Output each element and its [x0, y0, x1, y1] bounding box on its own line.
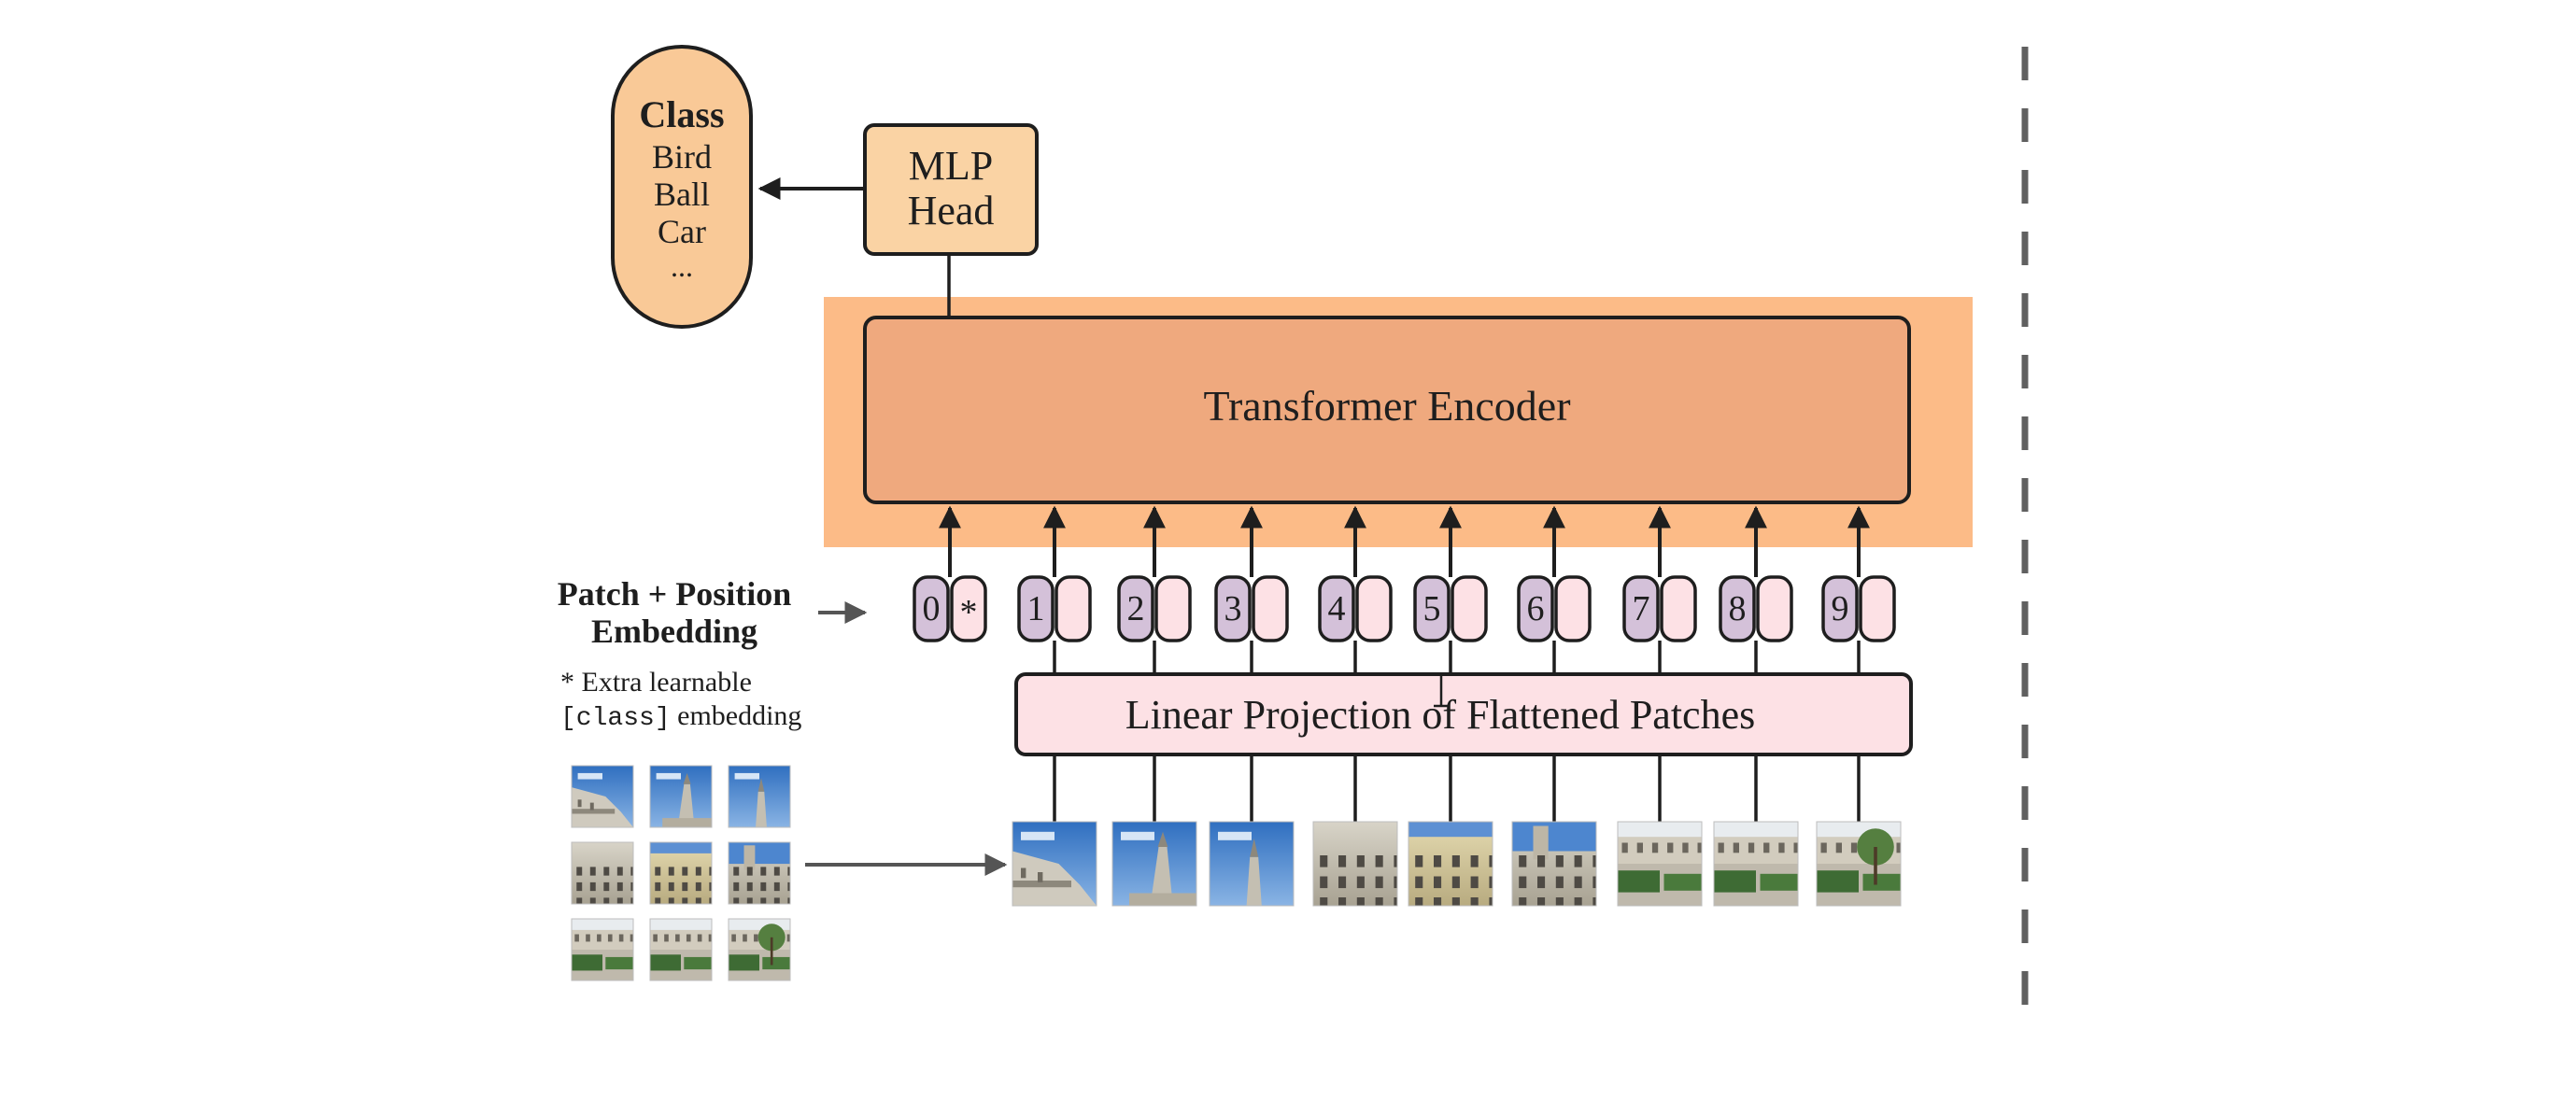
position-embedding-number: 5: [1423, 589, 1441, 628]
source-image-grid: [571, 765, 791, 981]
position-embedding-chip: [1117, 575, 1154, 642]
grid-patch-2: [649, 765, 713, 828]
class-item-bird: Bird: [652, 138, 712, 176]
token-8: 8: [1719, 505, 1793, 674]
patch-strip: [1012, 754, 1902, 907]
class-token-star: *: [960, 593, 978, 632]
grid-patch-9: [728, 918, 791, 981]
patch-embedding-chip: [1451, 575, 1488, 642]
patch-embedding-chip: [1252, 575, 1289, 642]
extra-learnable-note: * Extra learnable [class] embedding: [560, 667, 801, 733]
linear-projection: Linear Projection of Flattened Patches: [1014, 672, 1913, 756]
position-embedding-chip: [1017, 575, 1054, 642]
patch-embedding-chip: [1756, 575, 1793, 642]
grid-patch-7: [571, 918, 634, 981]
token-6: 6: [1517, 505, 1592, 674]
class-item-ball: Ball: [654, 176, 710, 213]
position-embedding-number: 2: [1127, 589, 1145, 628]
token-5: 5: [1413, 505, 1488, 674]
patch-image-9: [1816, 821, 1902, 907]
position-embedding-number: 8: [1729, 589, 1747, 628]
token-1: 1: [1017, 505, 1092, 674]
patch-embedding-chip: [950, 575, 987, 642]
position-embedding-chip: [913, 575, 950, 642]
transformer-encoder: Transformer Encoder: [863, 316, 1911, 504]
extra-learnable-embedding-text: embedding: [671, 700, 802, 731]
position-embedding-number: 1: [1027, 589, 1045, 628]
patch-image-6: [1511, 821, 1597, 907]
patch-embedding-chip: [1859, 575, 1896, 642]
grid-patch-4: [571, 841, 634, 905]
extra-learnable-line1: * Extra learnable: [560, 667, 752, 698]
token-9: 9: [1821, 505, 1896, 674]
token-4: 4: [1318, 505, 1393, 674]
patch-image-1: [1012, 821, 1097, 907]
grid-patch-6: [728, 841, 791, 905]
patch-image-4: [1312, 821, 1398, 907]
class-capsule: [611, 45, 753, 329]
text-cursor-icon: [1434, 672, 1449, 708]
mlp-head: MLP Head: [863, 123, 1039, 256]
transformer-encoder-box: [863, 316, 1911, 504]
position-embedding-number: 6: [1527, 589, 1545, 628]
class-item-car: Car: [658, 213, 706, 250]
patch-embedding-chip: [1054, 575, 1092, 642]
patch-position-embedding-label: Patch + Position Embedding: [558, 575, 792, 650]
token-7: 7: [1622, 505, 1697, 674]
position-embedding-chip: [1622, 575, 1660, 642]
patch-image-3: [1209, 821, 1295, 907]
patch-embedding-chip: [1154, 575, 1192, 642]
class-item-ellipsis: ...: [671, 249, 693, 283]
position-embedding-chip: [1318, 575, 1355, 642]
patch-position-embedding-line2: Embedding: [591, 613, 757, 650]
token-0: 0*: [913, 505, 987, 642]
position-embedding-number: 0: [923, 589, 941, 628]
class-output: Class Bird Ball Car ...: [611, 45, 753, 329]
position-embedding-number: 4: [1328, 589, 1346, 628]
patch-image-7: [1617, 821, 1703, 907]
grid-patch-8: [649, 918, 713, 981]
class-token-code: [class]: [560, 704, 671, 733]
grid-patch-3: [728, 765, 791, 828]
patch-image-8: [1713, 821, 1799, 907]
grid-patch-1: [571, 765, 634, 828]
class-title: Class: [639, 93, 724, 135]
position-embedding-chip: [1413, 575, 1451, 642]
mlp-head-label-line2: Head: [908, 188, 995, 233]
grid-patch-5: [649, 841, 713, 905]
extra-learnable-line2: [class] embedding: [560, 700, 801, 733]
token-2: 2: [1117, 505, 1192, 674]
position-embedding-chip: [1517, 575, 1554, 642]
position-embedding-chip: [1719, 575, 1756, 642]
patch-image-2: [1111, 821, 1197, 907]
position-embedding-chip: [1214, 575, 1252, 642]
token-3: 3: [1214, 505, 1289, 674]
patch-image-5: [1408, 821, 1493, 907]
patch-position-embedding-line1: Patch + Position: [558, 575, 792, 613]
mlp-head-label-line1: MLP: [909, 143, 993, 189]
patch-embedding-chip: [1660, 575, 1697, 642]
linear-projection-box: [1014, 672, 1913, 756]
position-embedding-number: 7: [1633, 589, 1650, 628]
patch-embedding-chip: [1355, 575, 1393, 642]
patch-embedding-chip: [1554, 575, 1592, 642]
position-embedding-number: 9: [1832, 589, 1849, 628]
position-embedding-number: 3: [1224, 589, 1242, 628]
position-embedding-chip: [1821, 575, 1859, 642]
transformer-encoder-label: Transformer Encoder: [1203, 382, 1570, 430]
